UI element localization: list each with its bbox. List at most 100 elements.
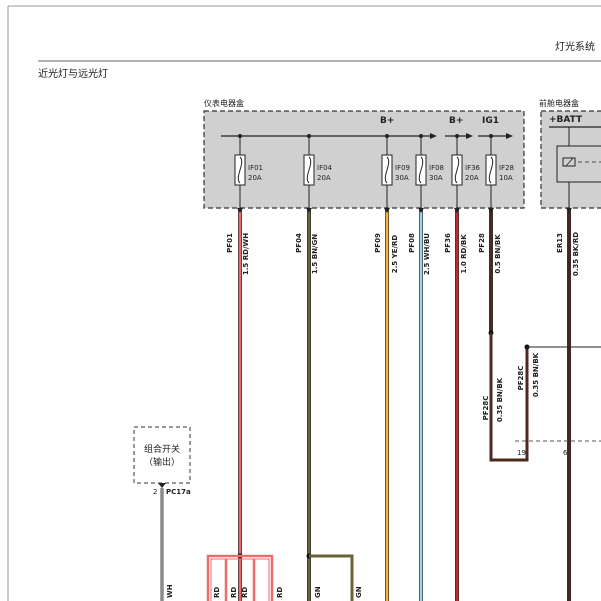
wire-spec-label-3: 2.5 WH/BU bbox=[423, 233, 431, 275]
wire-spec-label-2: 2.5 YE/RD bbox=[391, 235, 399, 274]
supply-label-ig1: IG1 bbox=[482, 116, 499, 126]
wire-circuit-label-6: ER13 bbox=[556, 233, 564, 253]
wire-spec-label-4: 1.0 RD/BK bbox=[460, 234, 468, 274]
bottom-label-2: RD bbox=[213, 587, 221, 598]
relay-icon bbox=[556, 145, 601, 183]
wire-spec-label-6: 0.35 BK/RD bbox=[572, 232, 580, 276]
fuse-id-0: IF01 bbox=[248, 164, 263, 172]
bottom-label-7: GN bbox=[355, 586, 363, 598]
combination-switch-box bbox=[133, 426, 191, 484]
front-box-label: 前舱电器盒 bbox=[539, 98, 579, 108]
fuse-id-3: IF08 bbox=[429, 164, 444, 172]
front-fuse-box bbox=[540, 110, 601, 209]
wire-spec-label-5: 0.5 BN/BK bbox=[494, 234, 502, 274]
bottom-label-1: WH bbox=[166, 584, 174, 598]
wire-3: PF08 2.5 WH/BU bbox=[408, 208, 431, 601]
wire-pin-marker-3 bbox=[418, 208, 424, 213]
wire-1: PF04 1.5 BN/GN bbox=[295, 208, 319, 601]
pin-6-label: 6 bbox=[563, 449, 568, 457]
fuse-element-icon-2 bbox=[384, 156, 390, 184]
fuse-1: IF04 20A bbox=[303, 134, 333, 208]
wire-circuit-label-0: PF01 bbox=[226, 233, 234, 253]
wire-2: PF09 2.5 YE/RD bbox=[374, 208, 399, 601]
fuse-element-icon-1 bbox=[306, 156, 312, 184]
ip-box-label: 仪表电器盒 bbox=[204, 98, 244, 108]
wire-circuit-label-4: PF36 bbox=[444, 233, 452, 253]
wire-circuit-label-2: PF09 bbox=[374, 233, 382, 253]
busbar-arrow-2 bbox=[466, 133, 473, 139]
fuse-rating-1: 20A bbox=[317, 174, 331, 182]
wire-pin-marker-2 bbox=[384, 208, 390, 213]
wire-pin-marker-6 bbox=[566, 208, 572, 213]
switch-name: 组合开关 bbox=[144, 443, 180, 455]
fuse-element-icon-0 bbox=[237, 156, 243, 184]
relay-coil-icon bbox=[562, 157, 576, 167]
fuse-tap-0 bbox=[238, 134, 242, 138]
wire-spec-label-1: 1.5 BN/GN bbox=[311, 234, 319, 274]
splice-bus-pf04 bbox=[309, 554, 354, 601]
supply-label-b-plus-2: B+ bbox=[449, 116, 463, 126]
fuse-tap-5 bbox=[489, 134, 493, 138]
fuse-group: IF01 20A IF04 20A IF09 30A IF08 30A IF36 20A IF28 1… bbox=[234, 134, 514, 208]
busbar-arrow-3 bbox=[506, 133, 513, 139]
wire-circuit-label-1: PF04 bbox=[295, 233, 303, 253]
wire-pin-marker-1 bbox=[306, 208, 312, 213]
fuse-id-5: IF28 bbox=[499, 164, 514, 172]
fuse-tap-2 bbox=[385, 134, 389, 138]
wire-0: PF01 1.5 RD/WH bbox=[226, 208, 250, 601]
supply-label-b-plus-1: B+ bbox=[380, 116, 394, 126]
wire-6: ER13 0.35 BK/RD bbox=[556, 208, 580, 601]
fuse-element-icon-4 bbox=[454, 156, 460, 184]
fuse-0: IF01 20A bbox=[234, 134, 263, 208]
splice-bus-pf01 bbox=[206, 554, 274, 601]
wire-pin-marker-5 bbox=[488, 208, 494, 213]
fuse-rating-4: 20A bbox=[465, 174, 479, 182]
splice-spec-label-1: 0.35 BN/BK bbox=[496, 377, 504, 422]
relay-coil-slash bbox=[565, 157, 574, 167]
fuse-rating-2: 30A bbox=[395, 174, 409, 182]
fuse-tap-1 bbox=[307, 134, 311, 138]
fuse-5: IF28 10A bbox=[485, 134, 514, 208]
ip-fuse-box bbox=[203, 110, 525, 209]
wire-spec-label-0: 1.5 RD/WH bbox=[242, 233, 250, 275]
fuse-rating-0: 20A bbox=[248, 174, 262, 182]
batt-label: +BATT bbox=[549, 115, 583, 125]
busbar-arrow-1 bbox=[430, 133, 437, 139]
wire-circuit-label-5: PF28 bbox=[478, 233, 486, 253]
page-title: 近光灯与远光灯 bbox=[38, 67, 108, 80]
switch-connector-id: PC17a bbox=[166, 488, 191, 496]
pin-19-label: 19 bbox=[517, 449, 526, 457]
fuse-id-2: IF09 bbox=[395, 164, 410, 172]
switch-sub: （输出） bbox=[144, 456, 180, 468]
wire-pin-marker-4 bbox=[454, 208, 460, 213]
wire-5: PF28 0.5 BN/BK bbox=[478, 208, 502, 333]
switch-pin-marker bbox=[158, 483, 166, 488]
fuse-rating-5: 10A bbox=[499, 174, 513, 182]
wire-circuit-label-3: PF08 bbox=[408, 233, 416, 253]
fuse-rating-3: 30A bbox=[429, 174, 443, 182]
fuse-tap-3 bbox=[419, 134, 423, 138]
fuse-2: IF09 30A bbox=[381, 134, 410, 208]
fuse-tap-4 bbox=[455, 134, 459, 138]
bottom-label-3: RD bbox=[230, 587, 238, 598]
bottom-label-5: RD bbox=[276, 587, 284, 598]
splice-circuit-label-1: PF28C bbox=[482, 396, 490, 421]
splice-circuit-label-2: PF28C bbox=[517, 366, 525, 391]
switch-pin-number: 2 bbox=[153, 488, 157, 496]
fuse-3: IF08 30A bbox=[415, 134, 444, 208]
splice-spec-label-2: 0.35 BN/BK bbox=[532, 352, 540, 397]
bottom-label-6: GN bbox=[314, 586, 322, 598]
splice-wire-pf28c bbox=[489, 333, 529, 462]
wire-4: PF36 1.0 RD/BK bbox=[444, 208, 468, 601]
fuse-4: IF36 20A bbox=[451, 134, 481, 208]
splice-bus-pf01-inner bbox=[210, 558, 270, 601]
wire-pin-marker-0 bbox=[237, 208, 243, 213]
fuse-element-icon-5 bbox=[488, 156, 494, 184]
fuse-id-4: IF36 bbox=[465, 164, 481, 172]
bottom-label-4: RD bbox=[241, 587, 249, 598]
fuse-element-icon-3 bbox=[418, 156, 424, 184]
fuse-id-1: IF04 bbox=[317, 164, 333, 172]
